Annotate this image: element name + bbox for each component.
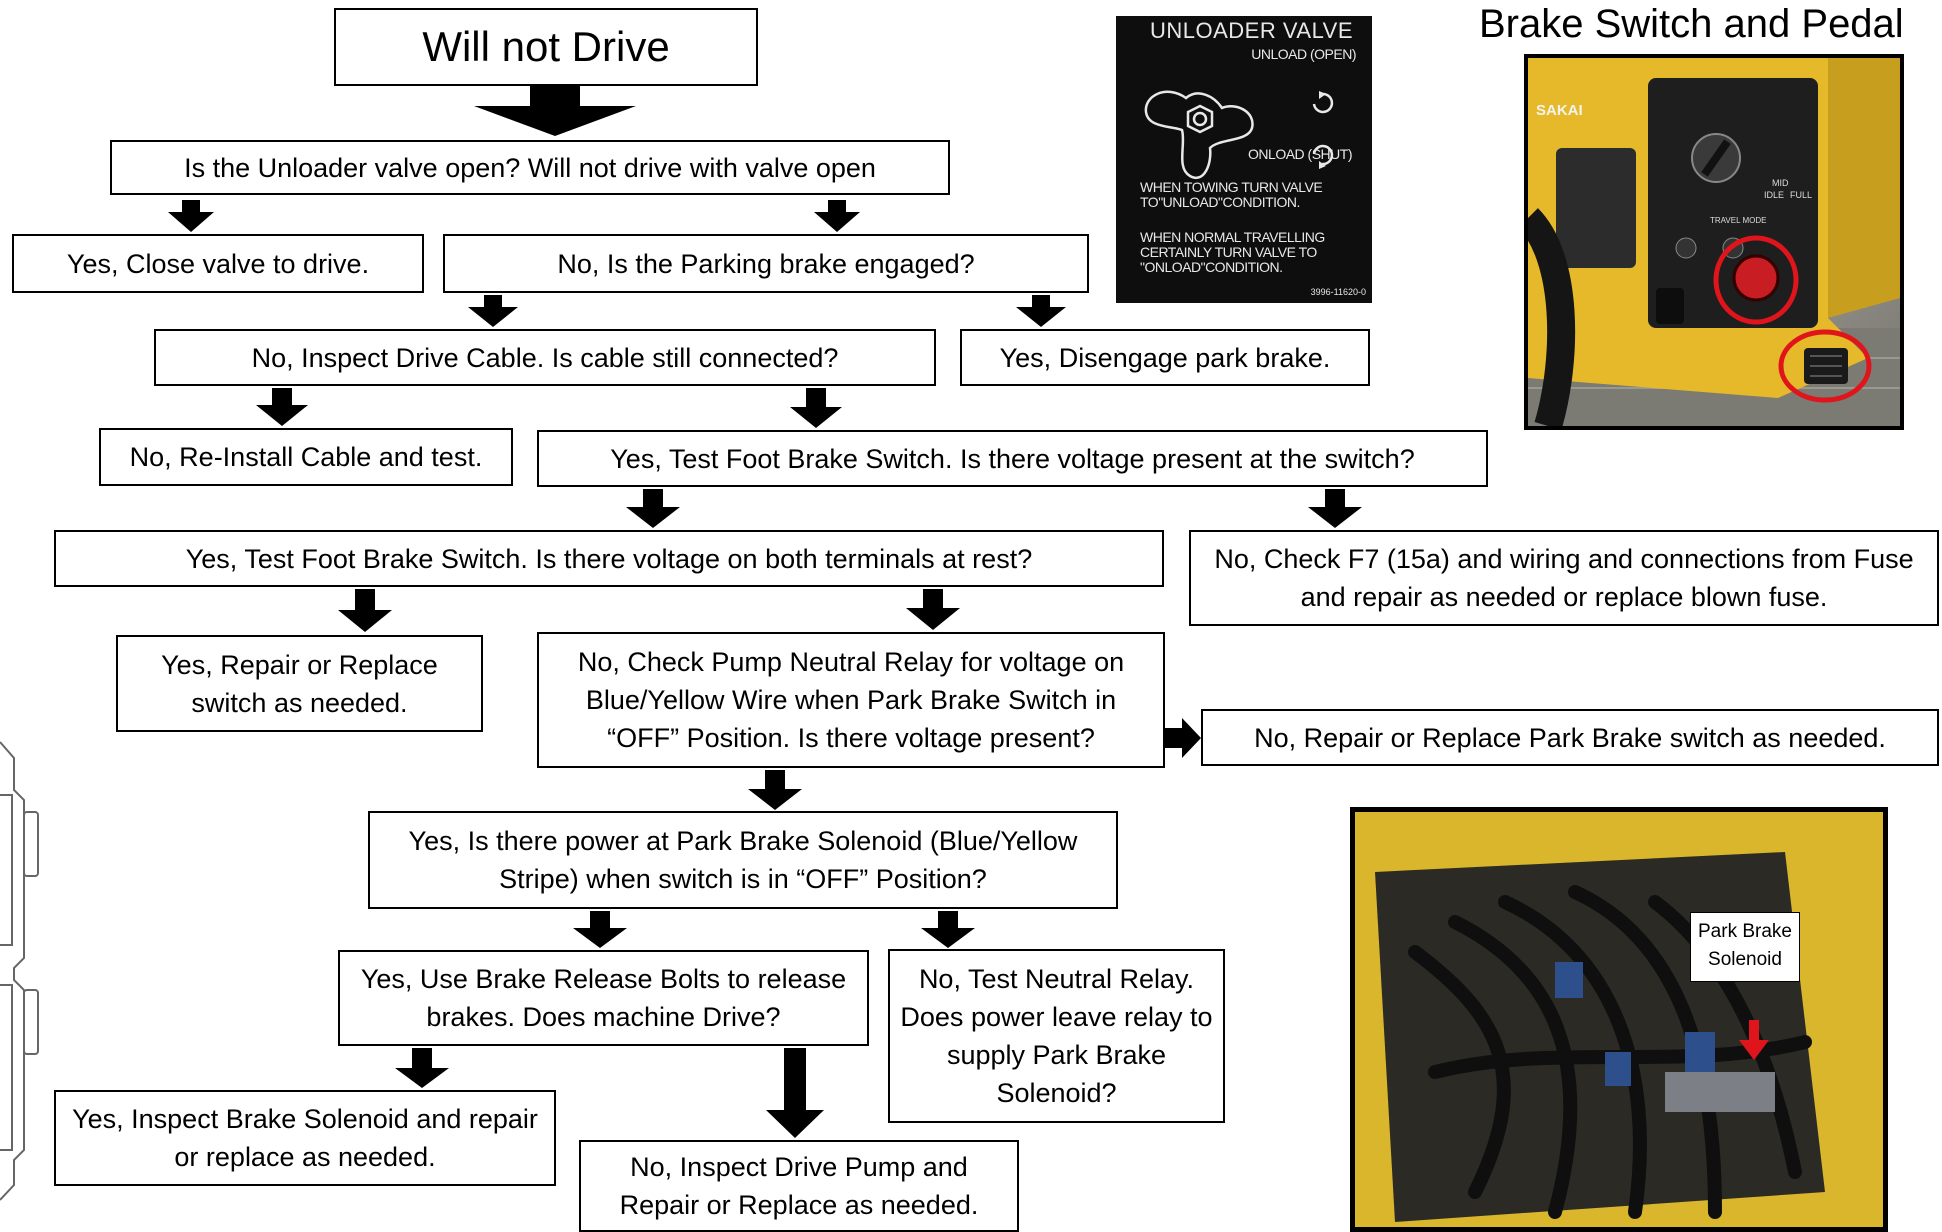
- replace-switch-box: Yes, Repair or Replace switch as needed.: [116, 635, 483, 732]
- brake-switch-photo: SAKAI IDLE MID FULL TRAVEL MODE: [1524, 54, 1904, 430]
- decal-normal-text: WHEN NORMAL TRAVELLING CERTAINLY TURN VA…: [1140, 230, 1325, 275]
- panel-label-travel-mode: TRAVEL MODE: [1710, 216, 1767, 225]
- valve-handle-icon: [1144, 90, 1334, 179]
- check-fuse-box: No, Check F7 (15a) and wiring and connec…: [1189, 530, 1939, 626]
- arrow-title: [474, 86, 636, 136]
- arrow-parking: [814, 200, 860, 232]
- decal-title: UNLOADER VALVE: [1150, 18, 1354, 43]
- replace-park-switch-box: No, Repair or Replace Park Brake switch …: [1201, 709, 1939, 766]
- decal-part-number: 3996-11620-0: [1310, 287, 1366, 297]
- brake-panel-illustration: [1528, 58, 1900, 426]
- arrow-voltage-switch: [790, 388, 842, 428]
- neutral-relay-question: No, Test Neutral Relay. Does power leave…: [888, 949, 1225, 1123]
- arrow-cable: [468, 295, 518, 327]
- title-box: Will not Drive: [334, 8, 758, 86]
- decal-normal-line1: WHEN NORMAL TRAVELLING: [1140, 229, 1325, 245]
- decal-normal-line2: CERTAINLY TURN VALVE TO: [1140, 244, 1317, 260]
- decal-unload-label: UNLOAD (OPEN): [1251, 46, 1356, 62]
- arrow-inspect-solenoid: [395, 1048, 449, 1088]
- inspect-pump-box: No, Inspect Drive Pump and Repair or Rep…: [579, 1140, 1019, 1232]
- arrow-disengage: [1016, 295, 1066, 327]
- panel-label-mid: MID: [1772, 178, 1789, 188]
- reinstall-cable-box: No, Re-Install Cable and test.: [99, 428, 513, 486]
- close-valve-box: Yes, Close valve to drive.: [12, 234, 424, 293]
- switch-voltage-question: Yes, Test Foot Brake Switch. Is there vo…: [537, 430, 1488, 487]
- arrow-neutral-relay: [921, 911, 975, 948]
- arrow-relay: [906, 589, 960, 630]
- panel-label-idle: IDLE: [1764, 190, 1785, 200]
- neutral-relay-voltage-question: No, Check Pump Neutral Relay for voltage…: [537, 632, 1165, 768]
- decal-onload-label: ONLOAD (SHUT): [1248, 146, 1352, 162]
- connector-outline: [0, 741, 39, 1201]
- park-brake-solenoid-photo: Park Brake Solenoid: [1350, 807, 1888, 1232]
- decal-towing-text: WHEN TOWING TURN VALVE TO"UNLOAD"CONDITI…: [1140, 179, 1323, 210]
- panel-label-full: FULL: [1790, 190, 1813, 200]
- decal-towing-line2: TO"UNLOAD"CONDITION.: [1140, 194, 1300, 210]
- drive-cable-question: No, Inspect Drive Cable. Is cable still …: [154, 329, 936, 386]
- arrow-replace-park-switch: [1165, 718, 1201, 758]
- solenoid-bay-illustration: [1355, 812, 1883, 1227]
- arrow-check-fuse: [1308, 489, 1362, 528]
- arrow-close-valve: [168, 200, 214, 232]
- unloader-valve-decal: UNLOADER VALVE UNLOAD (OPEN) ONLOAD (SHU…: [1116, 16, 1372, 303]
- decal-normal-line3: "ONLOAD"CONDITION.: [1140, 259, 1283, 275]
- release-bolts-question: Yes, Use Brake Release Bolts to release …: [338, 950, 869, 1046]
- solenoid-label: Park Brake Solenoid: [1690, 912, 1800, 982]
- terminals-voltage-question: Yes, Test Foot Brake Switch. Is there vo…: [54, 530, 1164, 587]
- arrow-release-bolts: [573, 911, 627, 948]
- parking-brake-question: No, Is the Parking brake engaged?: [443, 234, 1089, 293]
- decal-towing-line1: WHEN TOWING TURN VALVE: [1140, 179, 1323, 195]
- arrow-inspect-pump: [766, 1048, 824, 1138]
- arrow-replace-switch: [338, 589, 392, 632]
- arrow-reinstall: [256, 388, 308, 426]
- arrow-terminals: [626, 489, 680, 528]
- inspect-solenoid-box: Yes, Inspect Brake Solenoid and repair o…: [54, 1090, 556, 1186]
- brake-photo-caption: Brake Switch and Pedal: [1479, 2, 1904, 46]
- disengage-brake-box: Yes, Disengage park brake.: [960, 329, 1370, 386]
- arrow-solenoid-power: [748, 770, 802, 810]
- sakai-brand-label: SAKAI: [1536, 102, 1583, 119]
- unloader-question: Is the Unloader valve open? Will not dri…: [110, 140, 950, 195]
- solenoid-power-question: Yes, Is there power at Park Brake Soleno…: [368, 811, 1118, 909]
